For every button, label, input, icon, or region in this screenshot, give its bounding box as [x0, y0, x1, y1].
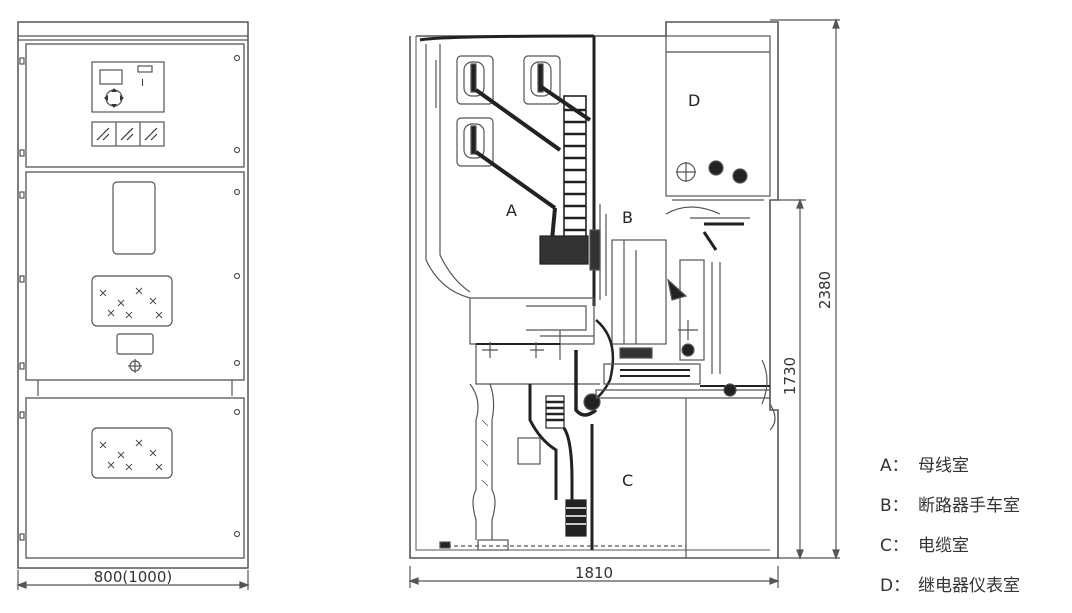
zone-label-c: C [622, 471, 633, 490]
relay-display-panel [91, 61, 165, 113]
legend-key: B： [880, 486, 918, 526]
legend-item-b: B：断路器手车室 [880, 486, 1070, 526]
zone-legend: A：母线室 B：断路器手车室 C：电缆室 D：继电器仪表室 [880, 446, 1070, 606]
legend-key: C： [880, 526, 918, 566]
relay-door [25, 43, 245, 168]
partial-height-label: 1730 [781, 357, 799, 395]
total-height-label: 2380 [816, 271, 834, 309]
width-dimension-line [16, 570, 250, 590]
legend-key: D： [880, 566, 918, 606]
depth-dimension-line [408, 566, 780, 588]
cable-insulator [545, 395, 565, 429]
legend-text: 断路器手车室 [918, 496, 1020, 516]
nameplate [116, 333, 154, 355]
legend-text: 母线室 [918, 456, 969, 476]
legend-letter: A [880, 456, 892, 476]
zone-label-a: A [506, 201, 517, 220]
crank-hole-icon [128, 359, 142, 373]
side-view [408, 18, 840, 588]
viewing-window [112, 181, 156, 255]
legend-item-d: D：继电器仪表室 [880, 566, 1070, 606]
front-cabinet-outline [17, 21, 249, 569]
busbar-insulator-stack [563, 95, 587, 247]
zone-label-b: B [622, 208, 633, 227]
inspection-window-bottom [91, 427, 173, 479]
cable-door [25, 397, 245, 559]
legend-text: 继电器仪表室 [918, 576, 1020, 596]
height-dimension-lines [770, 18, 840, 560]
legend-item-a: A：母线室 [880, 446, 1070, 486]
panel-indicator: I [141, 78, 144, 89]
legend-item-c: C：电缆室 [880, 526, 1070, 566]
legend-separator: ： [891, 456, 909, 476]
zone-label-d: D [688, 91, 700, 110]
inspection-window-mid [91, 275, 173, 327]
legend-letter: B [880, 496, 892, 516]
front-view: I [16, 21, 250, 590]
legend-letter: C [880, 536, 892, 556]
front-width-label: 800(1000) [94, 568, 173, 586]
legend-separator: ： [891, 536, 909, 556]
legend-separator: ： [891, 496, 909, 516]
meters-row [91, 121, 165, 147]
breaker-door [25, 171, 245, 381]
side-depth-label: 1810 [575, 564, 613, 582]
legend-separator: ： [893, 576, 911, 596]
legend-key: A： [880, 446, 918, 486]
breaker-truck [611, 239, 667, 345]
bus-bushings [456, 55, 561, 167]
side-cabinet-outline [409, 21, 779, 559]
nav-control-icon [104, 88, 124, 108]
main-contact [539, 235, 589, 265]
cable-compartment-c [439, 383, 687, 558]
legend-letter: D [880, 576, 894, 596]
relay-compartment-d [665, 35, 771, 197]
legend-text: 电缆室 [918, 536, 969, 556]
